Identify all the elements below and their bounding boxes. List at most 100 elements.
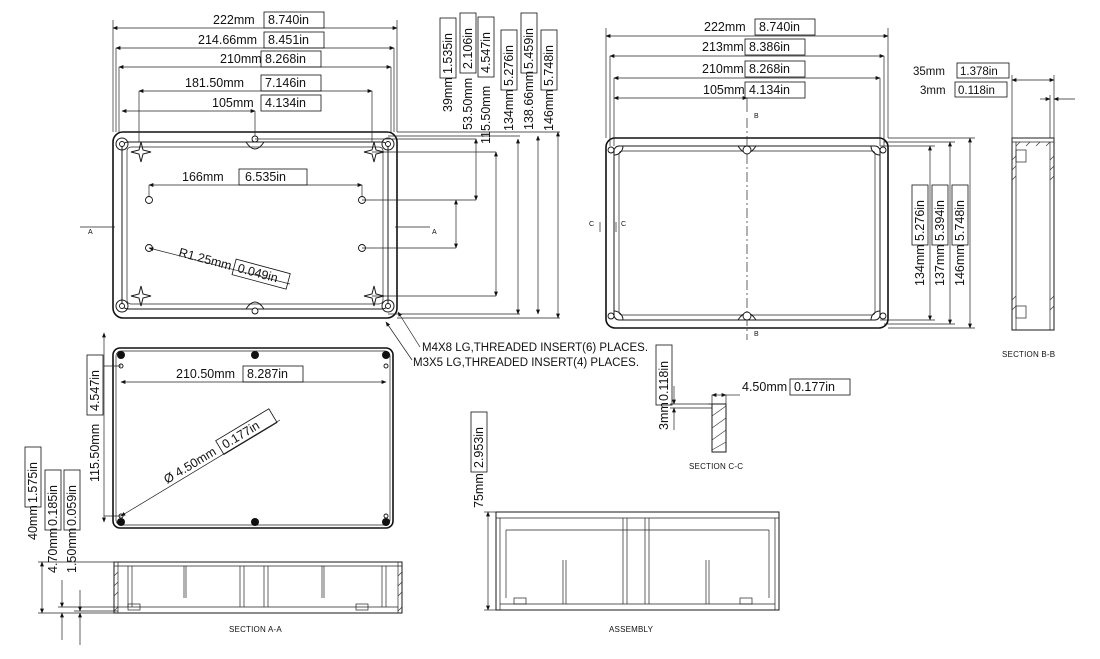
svg-text:210mm: 210mm — [220, 52, 262, 66]
svg-text:40mm: 40mm — [26, 505, 40, 540]
dim-146-vertical: 146mm 5.748in — [540, 29, 558, 131]
dim-166-hole-spacing: 166mm 6.535in — [182, 168, 308, 186]
section-a-right-label: A — [432, 229, 437, 236]
top-view: A A 222mm 8.740in 214.66mm 8.451in 210mm — [80, 11, 648, 369]
svg-text:35mm: 35mm — [913, 66, 945, 78]
section-b-bottom-label: B — [754, 331, 759, 338]
svg-text:75mm: 75mm — [472, 473, 486, 508]
dim-40-section-aa: 40mm 1.575in — [24, 446, 42, 540]
lid-view: B B C C 222mm 8.740in 213mm 8.386in 210m… — [589, 18, 975, 340]
svg-text:213mm: 213mm — [702, 40, 744, 54]
svg-text:134mm: 134mm — [502, 89, 516, 131]
svg-text:4.50mm: 4.50mm — [742, 380, 787, 394]
svg-text:1.378in: 1.378in — [960, 66, 998, 78]
dim-134-vertical: 134mm 5.276in — [500, 29, 518, 131]
note-m3x5: M3X5 LG,THREADED INSERT(4) PLACES. — [413, 357, 639, 369]
dim-53-vertical: 53.50mm 2.106in — [459, 12, 477, 130]
dim-4-50-section-cc: 4.50mm 0.177in — [742, 378, 851, 396]
bottom-view: 210.50mm 8.287in 115.50mm 4.547in Ø 4.50… — [86, 332, 394, 529]
dim-222-top: 222mm 8.740in — [213, 11, 325, 29]
svg-text:5.459in: 5.459in — [522, 28, 536, 69]
dim-210-50-bottom: 210.50mm 8.287in — [176, 365, 304, 383]
svg-text:138.66mm: 138.66mm — [522, 71, 536, 130]
svg-text:8.740in: 8.740in — [759, 20, 800, 34]
svg-text:214.66mm: 214.66mm — [198, 33, 257, 47]
svg-text:4.134in: 4.134in — [265, 96, 306, 110]
bottom-view-outline — [112, 347, 394, 529]
dim-diameter-bottom: Ø 4.50mm 0.177in — [161, 408, 278, 487]
svg-text:105mm: 105mm — [212, 96, 254, 110]
svg-text:3mm: 3mm — [657, 402, 671, 430]
section-aa: 40mm 1.575in 4.70mm 0.185in 1.50mm 0.059… — [24, 446, 403, 645]
section-c-left-label: C — [589, 221, 594, 228]
dim-213-lid: 213mm 8.386in — [702, 38, 806, 56]
assembly-title: ASSEMBLY — [609, 625, 654, 634]
svg-text:146mm: 146mm — [542, 89, 556, 131]
svg-text:134mm: 134mm — [913, 244, 927, 286]
section-bb-title: SECTION B-B — [1002, 350, 1055, 359]
svg-text:222mm: 222mm — [213, 13, 255, 27]
svg-text:115.50mm: 115.50mm — [88, 424, 102, 482]
section-bb: 35mm 1.378in 3mm 0.118in SECTION B-B — [913, 62, 1075, 359]
dim-137-lid: 137mm 5.394in — [931, 184, 949, 286]
dim-138-vertical: 138.66mm 5.459in — [520, 12, 538, 130]
assembly-view: 75mm 2.953in ASSEMBLY — [470, 411, 780, 634]
svg-text:181.50mm: 181.50mm — [185, 76, 244, 90]
svg-text:0.177in: 0.177in — [794, 380, 835, 394]
svg-text:0.118in: 0.118in — [958, 85, 995, 97]
svg-text:Ø 4.50mm: Ø 4.50mm — [161, 445, 218, 487]
svg-text:3mm: 3mm — [920, 85, 946, 97]
svg-text:2.953in: 2.953in — [472, 427, 486, 468]
svg-text:53.50mm: 53.50mm — [461, 78, 475, 130]
section-aa-title: SECTION A-A — [229, 625, 282, 634]
svg-text:5.276in: 5.276in — [913, 200, 927, 241]
dim-115-vertical: 115.50mm 4.547in — [477, 16, 495, 144]
top-view-outline — [112, 131, 398, 319]
dim-210-lid: 210mm 8.268in — [702, 60, 806, 78]
svg-text:8.268in: 8.268in — [265, 52, 306, 66]
svg-text:8.740in: 8.740in — [268, 13, 309, 27]
dim-134-lid: 134mm 5.276in — [911, 184, 929, 286]
dim-radius: R1.25mm 0.049in — [177, 245, 291, 290]
dim-181-top: 181.50mm 7.146in — [185, 74, 322, 92]
svg-text:1.575in: 1.575in — [26, 462, 40, 503]
dim-4-70-section-aa: 4.70mm 0.185in — [44, 469, 62, 573]
svg-text:R1.25mm: R1.25mm — [177, 245, 233, 273]
svg-text:1.50mm: 1.50mm — [65, 528, 79, 573]
svg-text:0.185in: 0.185in — [46, 485, 60, 526]
svg-text:222mm: 222mm — [704, 20, 746, 34]
svg-text:8.287in: 8.287in — [247, 367, 288, 381]
svg-text:5.748in: 5.748in — [953, 200, 967, 241]
svg-text:137mm: 137mm — [933, 244, 947, 286]
dim-3-section-cc: 3mm 0.118in — [655, 344, 673, 430]
dim-115-50-bottom: 115.50mm 4.547in — [86, 354, 104, 482]
dim-75-assembly: 75mm 2.953in — [470, 411, 488, 508]
svg-text:115.50mm: 115.50mm — [479, 86, 493, 144]
svg-text:0.118in: 0.118in — [657, 361, 671, 401]
svg-text:8.268in: 8.268in — [749, 62, 790, 76]
dim-210-top: 210mm 8.268in — [220, 50, 322, 68]
svg-text:6.535in: 6.535in — [245, 170, 286, 184]
section-c-right-label: C — [621, 221, 626, 228]
svg-text:8.451in: 8.451in — [268, 33, 309, 47]
svg-text:0.059in: 0.059in — [65, 485, 79, 526]
top-view-inner-wall — [121, 141, 389, 310]
dim-3-section-bb: 3mm 0.118in — [920, 81, 1008, 98]
svg-text:4.70mm: 4.70mm — [46, 528, 60, 573]
dim-105-lid: 105mm 4.134in — [703, 81, 806, 99]
svg-text:166mm: 166mm — [182, 170, 224, 184]
svg-text:5.394in: 5.394in — [933, 200, 947, 241]
svg-text:146mm: 146mm — [953, 244, 967, 286]
svg-text:7.146in: 7.146in — [265, 76, 306, 90]
svg-text:1.535in: 1.535in — [441, 33, 455, 74]
svg-text:39mm: 39mm — [441, 77, 455, 112]
svg-text:5.276in: 5.276in — [502, 45, 516, 86]
section-cc-title: SECTION C-C — [689, 462, 743, 471]
svg-text:8.386in: 8.386in — [749, 40, 790, 54]
section-cc: 4.50mm 0.177in 3mm 0.118in SECTION C-C — [655, 344, 851, 471]
dim-222-lid: 222mm 8.740in — [704, 18, 816, 36]
dim-1-50-section-aa: 1.50mm 0.059in — [63, 469, 81, 573]
svg-text:5.748in: 5.748in — [542, 45, 556, 86]
svg-text:4.547in: 4.547in — [88, 370, 102, 411]
